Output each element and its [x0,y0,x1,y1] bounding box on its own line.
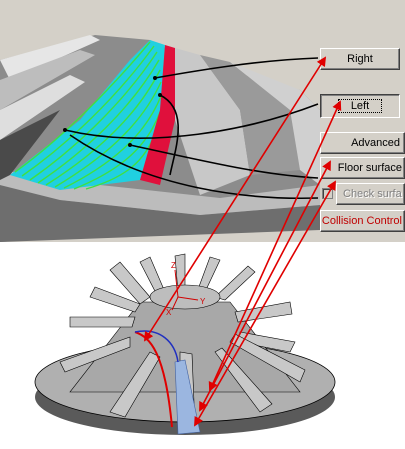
impeller-closeup-view [0,35,320,242]
axis-y-label: Y [200,297,206,306]
collision-control-button[interactable]: Collision Control [320,210,405,232]
axis-x-label: X [166,308,172,317]
right-button[interactable]: Right [320,48,400,70]
toolpath-region [10,40,165,190]
floor-surface-highlight [174,359,201,435]
advanced-button-label: Advanced [351,137,400,149]
check-surfaces-button-label: Check surfa [343,188,402,200]
blade-upper-left [0,35,100,80]
check-surfaces-button[interactable]: Check surfa [336,183,405,205]
blade-left-3 [0,75,85,140]
left-button-label: Left [337,99,383,113]
collision-control-button-label: Collision Control [321,215,402,227]
blade-shadow-left [0,110,60,180]
axis-z-label: Z [171,261,176,270]
left-blade-curve [134,331,173,428]
blade-left-2 [0,50,95,110]
impeller-overview-view: Z Y X [34,253,336,435]
hub-top [149,284,221,310]
floor-surface-button[interactable]: Floor surface [320,157,405,179]
advanced-button[interactable]: Advanced [320,132,405,154]
right-button-label: Right [347,53,373,65]
left-button[interactable]: Left [320,94,400,118]
floor-surface-button-label: Floor surface [337,162,402,174]
check-surfaces-checkbox[interactable] [322,188,333,199]
top-viewport-panel: Right Left Advanced Floor surface Check … [0,0,405,242]
